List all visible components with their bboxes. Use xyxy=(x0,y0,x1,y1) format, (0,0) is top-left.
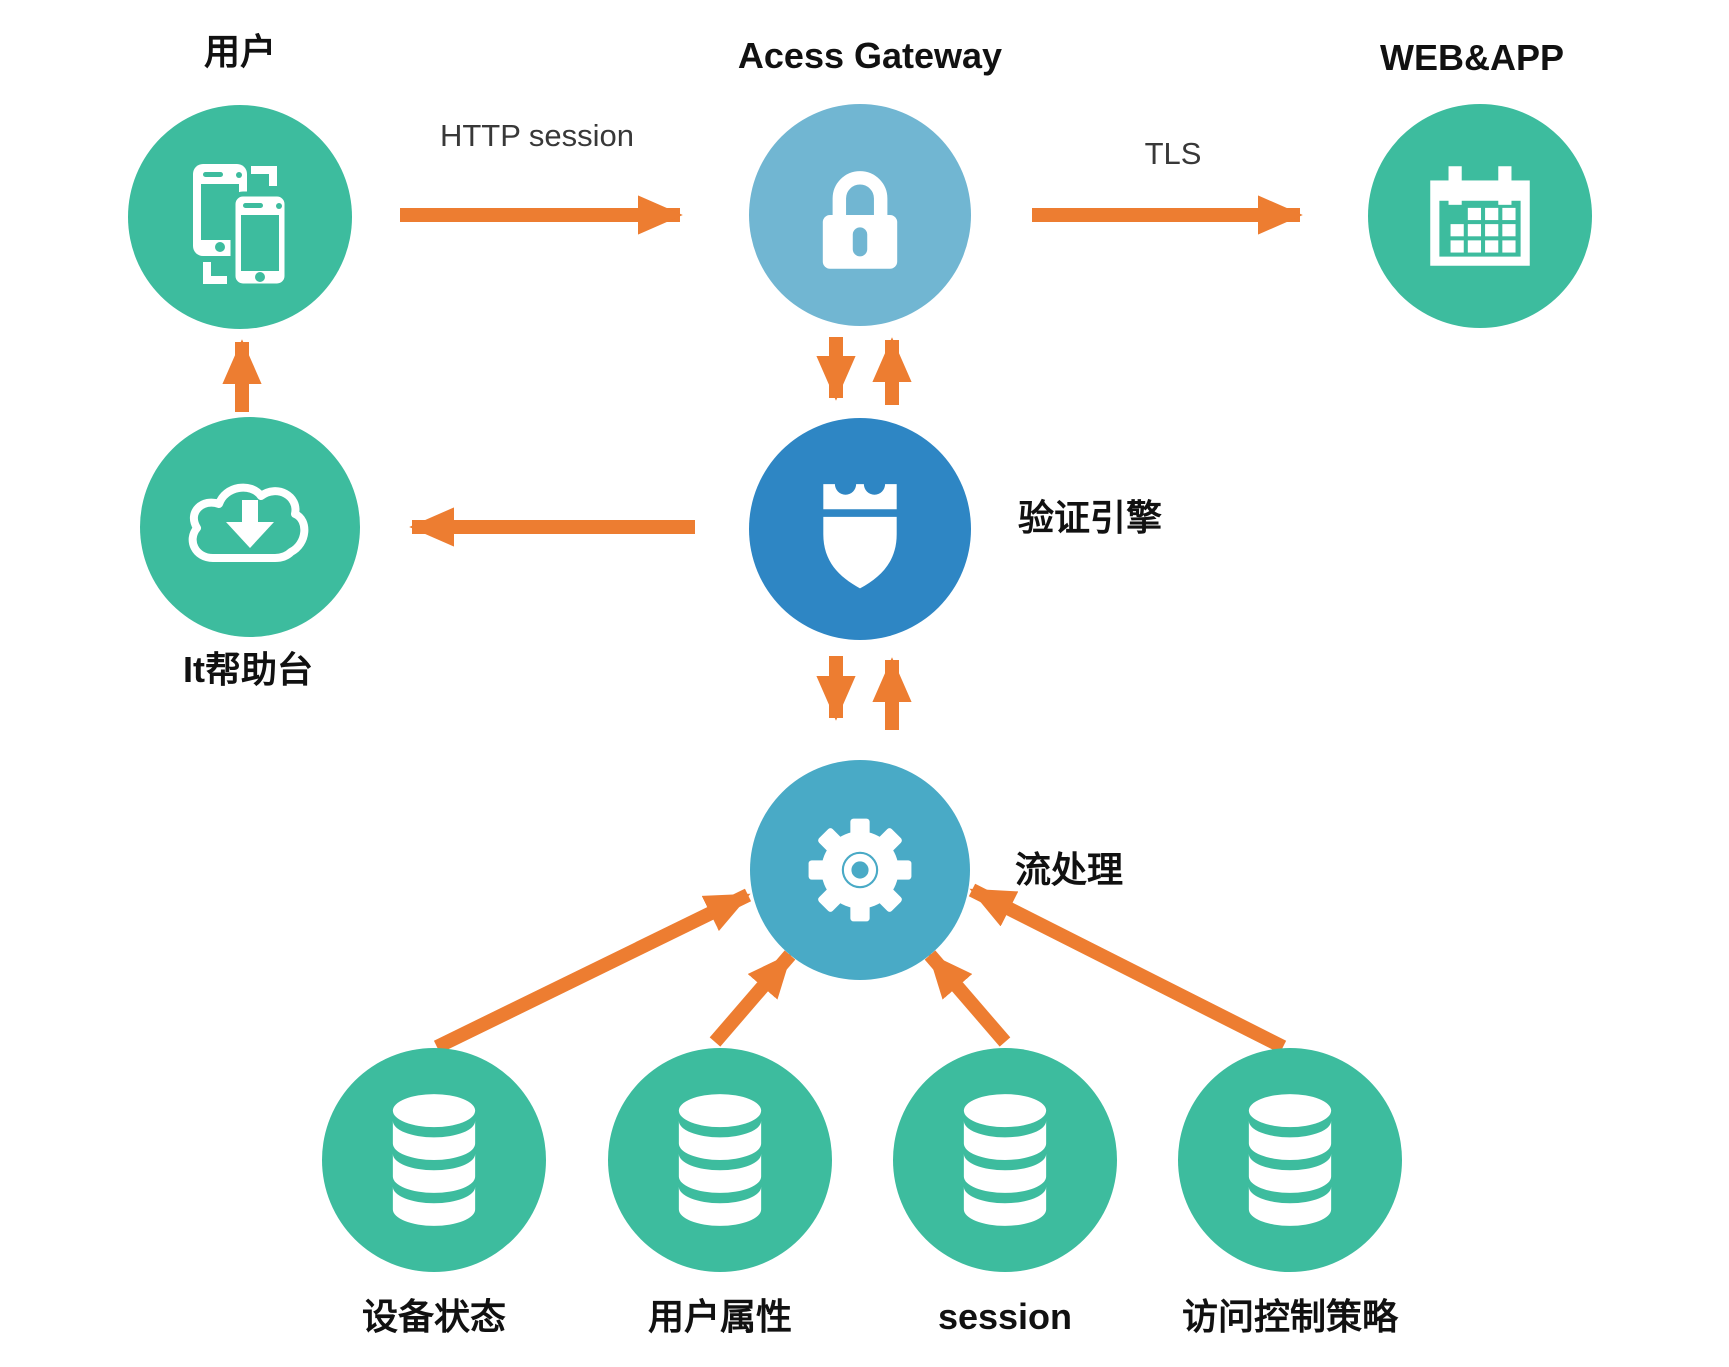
user-node xyxy=(128,105,352,329)
gateway-label: Acess Gateway xyxy=(737,35,1003,76)
database-icon xyxy=(1248,1094,1332,1226)
db-device-label: 设备状态 xyxy=(361,1296,506,1337)
arrow-dbuser-to-stream xyxy=(709,950,796,1047)
gear-icon xyxy=(808,818,912,922)
cloud-download-icon xyxy=(188,483,309,562)
db-session-label: session xyxy=(937,1296,1073,1337)
webapp-node xyxy=(1368,104,1592,328)
stream-label: 流处理 xyxy=(1015,849,1124,890)
webapp-label: WEB&APP xyxy=(1379,37,1564,78)
db-policy-node xyxy=(1178,1048,1402,1272)
db-device-node xyxy=(322,1048,546,1272)
gateway-node xyxy=(749,104,971,326)
user-label: 用户 xyxy=(203,31,276,72)
database-icon xyxy=(678,1094,762,1226)
verify-node xyxy=(749,418,971,640)
shield-icon xyxy=(823,484,897,589)
helpdesk-node xyxy=(140,417,360,637)
db-session-node xyxy=(893,1048,1117,1272)
stream-node xyxy=(750,760,970,980)
db-user-label: 用户属性 xyxy=(647,1296,792,1337)
verify-label: 验证引擎 xyxy=(1018,497,1163,538)
lock-icon xyxy=(822,171,898,269)
http-session-label: HTTP session xyxy=(439,118,635,153)
database-icon xyxy=(963,1094,1047,1226)
db-user-node xyxy=(608,1048,832,1272)
tls-label: TLS xyxy=(1144,136,1202,171)
arrow-dbdevice-to-stream xyxy=(433,888,752,1054)
arrow-dbpolicy-to-stream xyxy=(968,883,1287,1054)
db-policy-label: 访问控制策略 xyxy=(1181,1296,1398,1337)
helpdesk-label: It帮助台 xyxy=(183,649,313,690)
database-icon xyxy=(392,1094,476,1226)
calendar-icon xyxy=(1430,166,1530,266)
phones-icon xyxy=(193,164,290,289)
arrow-dbsession-to-stream xyxy=(924,950,1011,1047)
